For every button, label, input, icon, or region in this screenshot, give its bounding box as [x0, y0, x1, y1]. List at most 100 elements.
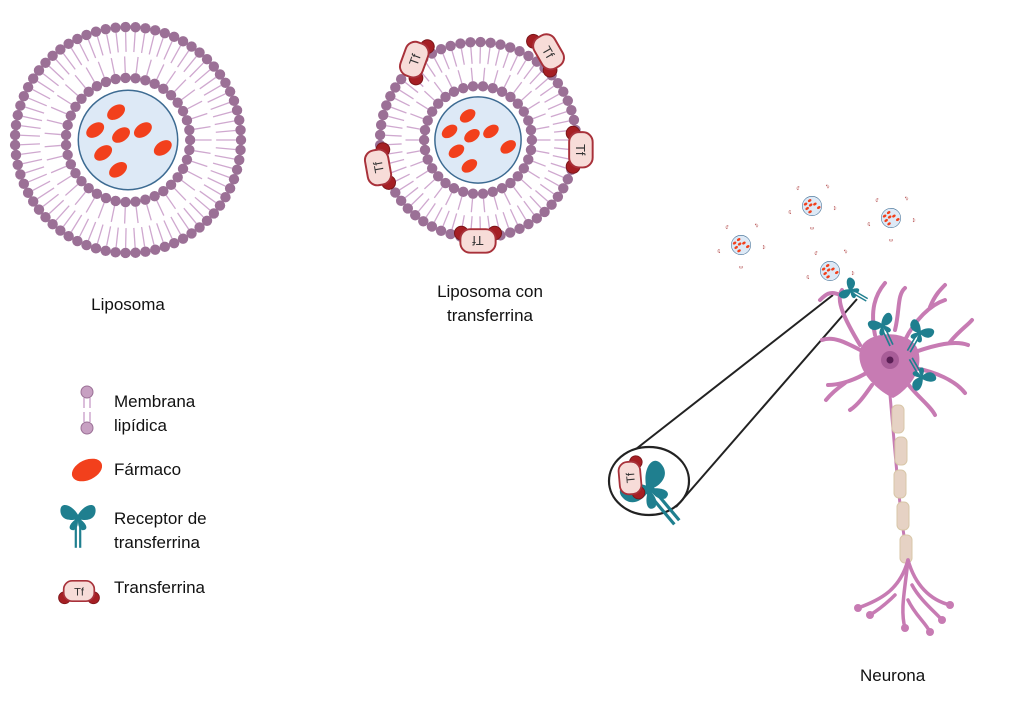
lipid-tail — [215, 129, 236, 133]
lipid-head — [235, 124, 246, 136]
lipid-head — [60, 129, 72, 141]
lipid-tail — [416, 101, 429, 110]
lipid-head — [60, 139, 72, 151]
lipid-head — [10, 149, 22, 161]
lipid-head — [228, 173, 240, 185]
neuron-illustration — [818, 277, 974, 636]
lipid-tail — [177, 50, 190, 68]
lipid-tail — [212, 162, 233, 169]
lipid-tail — [62, 53, 76, 70]
myelin-sheath — [891, 404, 905, 434]
lipid-tail — [214, 154, 235, 160]
lipid-tail — [433, 81, 443, 94]
lipid-head — [83, 182, 94, 194]
tf-body — [717, 249, 720, 253]
dendrite — [913, 341, 970, 354]
lipid-tail — [85, 198, 95, 213]
lipid-head — [172, 172, 183, 183]
legend-icons: Tf — [58, 385, 103, 605]
tf-body — [796, 186, 799, 190]
lipid-tail — [482, 67, 486, 82]
drug-molecule — [737, 242, 742, 246]
lipid-head — [27, 73, 39, 84]
lipid-tail — [399, 89, 414, 100]
lipid-head — [390, 187, 401, 198]
lipid-tail — [411, 192, 424, 206]
lipid-head — [91, 80, 103, 92]
myelin-sheath — [899, 534, 913, 564]
lipid-tail — [534, 78, 549, 91]
lipid-tail — [194, 196, 211, 211]
tf-body — [875, 198, 878, 202]
lipid-head — [552, 78, 564, 89]
lipid-head — [33, 65, 45, 76]
receptor-head — [838, 277, 860, 299]
transferrin: Tf — [810, 227, 814, 230]
lipid-head — [177, 36, 189, 47]
lipid-head — [418, 134, 430, 146]
lipid-head — [201, 54, 213, 65]
legend-membrane-line2: lipídica — [114, 416, 167, 435]
lipid-head — [70, 168, 81, 179]
tf-body — [834, 206, 837, 210]
lipid-tail — [189, 202, 204, 218]
lipid-head — [395, 195, 407, 207]
lipid-tail — [406, 126, 421, 130]
drug-molecule — [94, 145, 113, 161]
lipid-head — [159, 241, 171, 253]
lipid-head — [168, 237, 180, 249]
lipid-tail — [133, 227, 136, 248]
lipid-head — [65, 159, 77, 170]
lipid-head — [120, 247, 131, 259]
drug-molecule — [813, 202, 817, 206]
lipid-tail — [502, 52, 510, 69]
drug-molecule — [887, 222, 891, 226]
lipid-head — [568, 114, 580, 126]
lipid-tail — [529, 195, 542, 209]
drug-molecule — [886, 211, 891, 215]
lipid-head — [181, 115, 193, 126]
lipid-head — [194, 47, 205, 58]
lipid-tail — [187, 170, 203, 180]
drug-molecule — [133, 122, 152, 138]
lipid-head — [235, 134, 247, 146]
lipid-tail — [199, 190, 217, 204]
lipid-head — [539, 206, 550, 218]
lipid-head — [467, 188, 479, 199]
lipid-head — [172, 97, 183, 108]
drug-molecule — [112, 127, 130, 143]
drug-molecule — [86, 122, 105, 138]
lipid-head — [15, 169, 26, 180]
drug-molecule — [109, 162, 128, 178]
lipid-head — [168, 31, 180, 43]
drug-molecule — [736, 238, 741, 242]
lipid-head — [110, 247, 121, 258]
transferrin: Tf — [398, 39, 435, 86]
tf-body — [867, 222, 870, 226]
lipid-head — [76, 93, 87, 104]
lipid-head — [165, 179, 177, 191]
lipid-tail — [48, 65, 65, 81]
lipid-tail — [20, 134, 40, 137]
tf-body — [617, 460, 643, 496]
lipid-head — [55, 44, 66, 55]
lipid-head — [22, 81, 34, 93]
lipid-head — [40, 57, 51, 68]
lipid-tail — [140, 226, 146, 247]
drug-molecule — [821, 267, 826, 271]
lipid-tail — [177, 212, 190, 230]
receptor-head — [619, 460, 668, 509]
transferrin-receptor — [906, 319, 935, 353]
dendrite — [824, 381, 847, 402]
lipid-tail — [22, 115, 43, 122]
lipid-tail — [21, 125, 41, 129]
receptor-head — [60, 504, 96, 531]
lipid-tail — [550, 162, 567, 169]
lipid-tail — [37, 187, 55, 200]
lipid-tail — [50, 106, 67, 115]
lipid-head — [562, 174, 573, 185]
lipid-tail — [386, 151, 403, 155]
myelin-sheath — [894, 436, 908, 466]
